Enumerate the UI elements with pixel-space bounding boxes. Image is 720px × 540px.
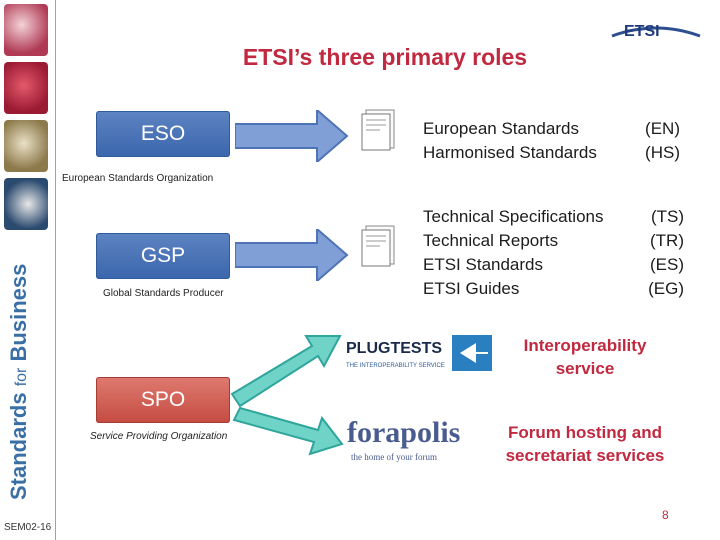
gsp-output-name-1: Technical Specifications (423, 207, 604, 226)
eso-output-name-2: Harmonised Standards (423, 143, 597, 162)
forum-line-2: secretariat services (505, 446, 665, 465)
role-subtitle-gsp: Global Standards Producer (103, 288, 224, 299)
brand-main: Standards (6, 392, 31, 500)
eso-output-list: European Standards Harmonised Standards (423, 117, 597, 165)
role-label-gsp: GSP (140, 244, 186, 267)
forapolis-logo: forapolis the home of your forum (347, 416, 460, 462)
brand-small: for (13, 367, 30, 387)
eso-output-name-1: European Standards (423, 119, 579, 138)
sidebar: Standards for Business SEM02-16 (0, 0, 56, 540)
interop-line-1: Interoperability (523, 336, 647, 355)
page-title: ETSI’s three primary roles (242, 44, 528, 70)
role-subtitle-spo: Service Providing Organization (90, 431, 228, 442)
sidebar-photo-3 (4, 120, 48, 172)
plugtests-logo-text: PLUGTESTS (346, 340, 442, 357)
role-subtitle-eso: European Standards Organization (62, 173, 214, 184)
role-box-spo: SPO (96, 377, 230, 423)
document-stack-eso (361, 109, 395, 151)
sidebar-brand-text: Standards for Business (6, 240, 32, 500)
page-number: 8 (662, 508, 669, 522)
role-label-eso: ESO (140, 122, 186, 145)
gsp-output-code-1: (TS) (650, 207, 684, 226)
arrow-eso (235, 110, 349, 162)
gsp-output-name-3: ETSI Standards (423, 255, 544, 274)
plugtests-logo: PLUGTESTS THE INTEROPERABILITY SERVICE (344, 331, 494, 375)
etsi-logo: ETSI (610, 18, 702, 46)
sidebar-photo-4 (4, 178, 48, 230)
gsp-code-list: (TS) (TR) (ES) (EG) (632, 205, 684, 301)
gsp-output-name-4: ETSI Guides (423, 279, 520, 298)
eso-code-list: (EN) (HS) (632, 117, 680, 165)
gsp-output-code-3: (ES) (650, 255, 684, 274)
plugtests-tagline: THE INTEROPERABILITY SERVICE (346, 363, 445, 369)
forapolis-logo-text: forapolis (347, 416, 460, 449)
forum-line-1: Forum hosting and (508, 423, 662, 442)
arrow-gsp (235, 229, 349, 281)
sidebar-photo-2 (4, 62, 48, 114)
role-label-spo: SPO (140, 388, 186, 411)
spo-arrows (230, 335, 344, 456)
interop-line-2: service (555, 359, 615, 378)
arrow-spo-up (230, 335, 342, 408)
footer-code: SEM02-16 (4, 522, 52, 533)
arrow-spo-down (232, 406, 344, 456)
sidebar-photo-1 (4, 4, 48, 56)
gsp-output-code-4: (EG) (648, 279, 684, 298)
document-stack-gsp (361, 225, 395, 267)
eso-output-code-1: (EN) (645, 119, 680, 138)
logo-text: ETSI (624, 23, 660, 40)
interop-service-text: Interoperability service (503, 334, 667, 380)
gsp-output-code-2: (TR) (650, 231, 684, 250)
gsp-output-list: Technical Specifications Technical Repor… (423, 205, 603, 301)
eso-output-code-2: (HS) (645, 143, 680, 162)
role-box-gsp: GSP (96, 233, 230, 279)
role-box-eso: ESO (96, 111, 230, 157)
gsp-output-name-2: Technical Reports (423, 231, 559, 250)
brand-end: Business (6, 263, 31, 362)
forum-service-text: Forum hosting and secretariat services (490, 421, 680, 467)
forapolis-tagline: the home of your forum (351, 452, 437, 462)
